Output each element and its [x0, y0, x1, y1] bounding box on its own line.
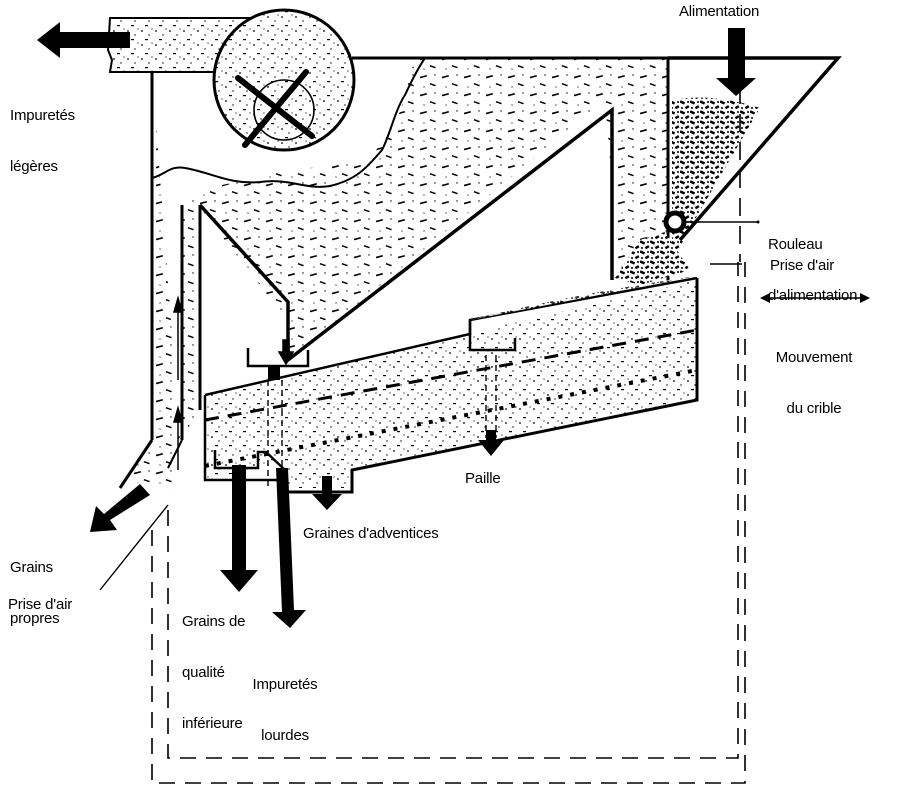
arrow-heavy-impurities: [272, 468, 306, 628]
fan: [212, 8, 356, 152]
fan-blades-icon: [235, 69, 315, 148]
label-line: qualité: [182, 664, 225, 681]
flow-arrows: [37, 22, 756, 628]
inner-dashed-frame: [167, 262, 739, 759]
label-line: Rouleau: [768, 236, 823, 253]
lower-sieve: [204, 368, 698, 468]
feed-roller: [663, 210, 760, 234]
label-line: Grains: [10, 559, 53, 576]
arrow-light-impurities: [37, 22, 130, 58]
label-line: Mouvement: [775, 349, 853, 366]
upper-sieve: [204, 328, 698, 422]
label-impuretes-lourdes: Impuretés lourdes: [240, 642, 330, 761]
arrow-clean-grain: [90, 484, 150, 532]
grain-stream: [615, 232, 690, 285]
fan-hub: [253, 79, 315, 141]
label-line: du crible: [786, 400, 842, 417]
label-graines-adventices: Graines d'adventices: [303, 525, 439, 542]
label-line: lourdes: [261, 727, 309, 744]
arrow-feed-in: [716, 28, 756, 96]
arrow-straw: [478, 430, 504, 456]
label-line: Grains de: [182, 613, 246, 630]
air-flow-arrows: [173, 295, 295, 470]
outer-dashed-frame: [151, 262, 746, 784]
label-alimentation: Alimentation: [679, 3, 760, 20]
housing: [118, 56, 670, 490]
label-grains-propres: Grains propres: [10, 525, 60, 644]
label-line: Impuretés: [10, 107, 75, 124]
outer-frame: [151, 262, 746, 784]
label-line: Impuretés: [252, 676, 318, 693]
settling-arrow: [277, 339, 295, 366]
air-intake-line-left: [99, 504, 169, 591]
sieve-box: [203, 276, 699, 494]
label-prise-air-right: Prise d'air: [770, 257, 835, 274]
label-line: inférieure: [182, 715, 243, 732]
sieve-movement-arrow: [760, 293, 870, 303]
label-impuretes-legeres: Impuretés légères: [10, 73, 75, 192]
arrow-weed-seeds: [312, 476, 342, 510]
label-mouvement-crible: Mouvement du crible: [760, 315, 868, 434]
arrow-lower-quality: [220, 465, 258, 592]
label-paille: Paille: [465, 470, 501, 487]
label-line: légères: [10, 158, 58, 175]
label-grains-qualite-inferieure: Grains de qualité inférieure: [182, 579, 245, 749]
label-line: propres: [10, 610, 60, 627]
label-line: d'alimentation: [768, 287, 858, 304]
label-rouleau-alimentation: Rouleau d'alimentation: [768, 202, 857, 321]
label-prise-air-left: Prise d'air: [8, 596, 73, 613]
